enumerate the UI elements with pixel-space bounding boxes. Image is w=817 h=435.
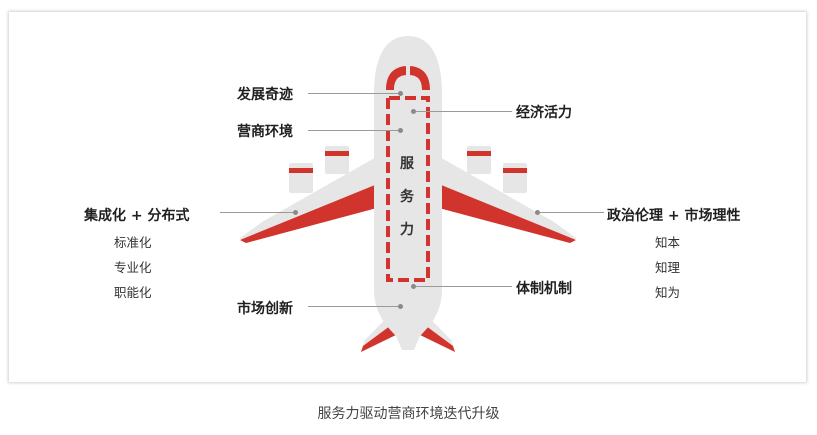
fuselage-char-1: 服 (400, 156, 414, 172)
leader-dot-governance (535, 210, 540, 215)
fuselage-char-2: 务 (400, 189, 414, 205)
leader-dot-development-miracle (398, 91, 403, 96)
tail-cone (404, 336, 412, 350)
sub-label-knowledge-reason: 知理 (655, 260, 681, 275)
engine-right-inner-stripe (467, 151, 491, 156)
leader-business-environment (308, 130, 400, 131)
label-institutional-mechanism: 体制机制 (516, 281, 572, 297)
figure-caption: 服务力驱动营商环境迭代升级 (317, 406, 500, 422)
engine-right-outer (503, 163, 527, 193)
fuselage-dashed-outline (386, 96, 430, 282)
label-development-miracle: 发展奇迹 (237, 87, 293, 103)
leader-development-miracle (308, 93, 400, 94)
engine-left-outer (289, 163, 313, 193)
leader-dot-institutional-mechanism (411, 284, 416, 289)
leader-dot-business-environment (398, 128, 403, 133)
cockpit-divider (406, 66, 410, 90)
engine-left-outer-stripe (289, 168, 313, 173)
leader-governance (540, 212, 604, 213)
engine-right-inner (467, 146, 491, 174)
right-wing (424, 148, 576, 243)
sub-label-knowledge-capital: 知本 (655, 235, 681, 250)
label-market-innovation: 市场创新 (237, 301, 293, 317)
engine-left-inner (325, 146, 349, 174)
label-economic-vitality: 经济活力 (516, 105, 572, 121)
fuselage-char-3: 力 (400, 222, 414, 238)
leader-economic-vitality (416, 111, 512, 112)
cockpit-window (386, 66, 430, 90)
leader-dot-integrated-distributed (293, 210, 298, 215)
leader-institutional-mechanism (416, 286, 512, 287)
left-wing-band (240, 178, 392, 243)
right-wing-band (424, 178, 576, 243)
fuselage (374, 36, 442, 350)
label-integrated-distributed: 集成化 + 分布式 (84, 208, 190, 224)
engine-right-outer-stripe (503, 168, 527, 173)
engine-left-inner-stripe (325, 151, 349, 156)
label-business-environment: 营商环境 (237, 124, 293, 140)
left-wing (240, 148, 392, 243)
sub-label-standardization: 标准化 (114, 235, 152, 250)
sub-label-professionalization: 专业化 (114, 260, 152, 275)
leader-market-innovation (308, 306, 400, 307)
sub-label-functionalization: 职能化 (114, 285, 152, 300)
label-politics-market: 政治伦理 + 市场理性 (607, 208, 741, 224)
leader-dot-economic-vitality (411, 109, 416, 114)
sub-label-knowledge-action: 知为 (655, 285, 681, 300)
leader-integrated-distributed (220, 212, 295, 213)
leader-dot-market-innovation (398, 304, 403, 309)
